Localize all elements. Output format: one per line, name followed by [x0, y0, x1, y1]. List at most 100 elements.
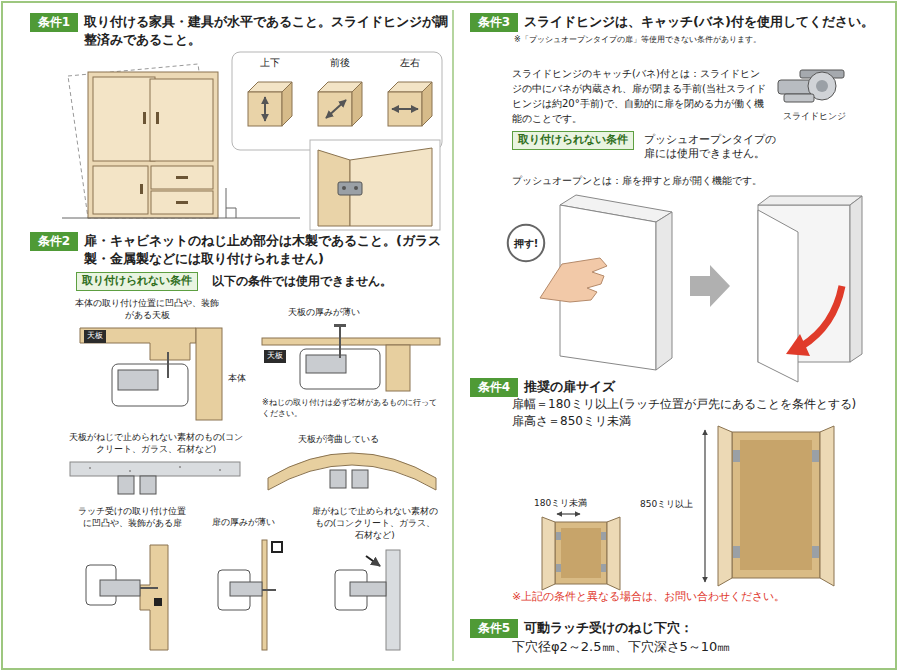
tall-door-figure-part: [732, 432, 820, 578]
page-frame-part: [452, 10, 454, 661]
condition-text: スライドヒンジは、キャッチ(バネ)付を使用してください。: [524, 13, 889, 31]
case-bump-top-part: [167, 352, 169, 378]
adjust-inset-part-part: [248, 92, 282, 126]
small-door-figure-part: [601, 532, 606, 540]
case-caption: 天板が湾曲している: [298, 433, 428, 445]
case-curved-top-part: [330, 470, 346, 488]
cabinet-figure-part: [226, 188, 227, 218]
photo-caption: スライドヒンジ: [772, 110, 856, 122]
node-text: 天板: [267, 352, 283, 361]
push-figure-part: [690, 265, 730, 307]
case-thin-top-part: [339, 326, 341, 358]
case-caption: 天板の厚みが薄い: [288, 306, 418, 318]
case-thin-top-part: [386, 345, 410, 391]
description: スライドヒンジのキャッチ(バネ)付とは：スライドヒンジの中にバネが内蔵され、扉が…: [512, 66, 767, 126]
node-text: 条件5: [478, 622, 510, 635]
node-text: 条件3: [478, 16, 510, 29]
push-figure-part: [758, 210, 798, 382]
case-thin-door-part: [272, 542, 282, 552]
condition-badge: 条件5: [470, 619, 518, 638]
condition-text: 取り付ける家具・建具が水平であること。スライドヒンジが調整済みであること。: [84, 13, 452, 48]
node-text: 押す!: [514, 238, 539, 249]
node-text: 条件2: [38, 235, 70, 248]
hinge-photo-part: [784, 94, 814, 102]
case-stone-top-part: [70, 462, 240, 476]
adjust-inset-part-part: [282, 82, 292, 126]
direction-label: 前後: [325, 56, 355, 70]
case-stone-door-part: [366, 556, 380, 566]
case-bump-top-part: [118, 370, 158, 390]
push-figure-part: [758, 196, 862, 205]
small-door-figure-part: [556, 532, 561, 540]
case-thin-door-part: [230, 582, 262, 596]
condition-badge: 条件4: [470, 378, 518, 397]
bubble-outline: [508, 225, 544, 261]
push-figure-part: [540, 258, 607, 302]
small-door-figure-part: [601, 564, 606, 572]
cabinet-figure-part: [156, 112, 159, 124]
case-caption: 扉の厚みが薄い: [212, 516, 292, 528]
tall-door-figure-part: [733, 450, 740, 462]
small-door-figure-part: [557, 513, 580, 514]
node-text: 取り付けられない条件: [82, 275, 192, 287]
cabinet-figure-part: [143, 112, 146, 124]
cabinet-figure-part: [62, 218, 300, 219]
cabinet-figure-part: [176, 176, 188, 179]
case-bump-top-part: [80, 328, 196, 360]
adjust-inset-part: [318, 82, 362, 126]
adjust-inset-part-part: [318, 92, 352, 126]
case-stone-door-part: [350, 582, 386, 596]
tall-door-figure-part: [820, 426, 834, 586]
push-figure-part: [656, 212, 672, 370]
condition-badge: 条件2: [30, 232, 78, 251]
case-caption: 本体の取り付け位置に凹凸や、装飾がある天板: [72, 297, 222, 321]
adjust-inset-part: [248, 82, 292, 126]
small-door-figure: [542, 514, 620, 590]
case-caption: ラッチ受けの取り付け位置に凹凸や、装飾がある扉: [76, 505, 188, 529]
cabinet-figure-part: [226, 208, 236, 218]
adjust-inset-part: [232, 52, 442, 150]
case-thin-door-part: [262, 540, 267, 650]
size-rule: 扉幅＝180ミリ以上(ラッチ位置が戸先にあることを条件とする): [512, 396, 892, 412]
case-curved-top-part: [268, 453, 436, 490]
adjust-inset-part-part: [392, 108, 418, 110]
ng-badge: 取り付けられない条件: [512, 131, 634, 150]
push-bubble: 押す!: [507, 224, 545, 262]
tall-door-figure-part: [740, 440, 812, 570]
case-stone-top-part: [118, 476, 134, 494]
hinge-inset: [310, 140, 440, 230]
part-tag: 天板: [84, 330, 106, 343]
tall-door-figure-part: [733, 546, 740, 558]
hinge-inset-part: [338, 182, 362, 195]
cabinet-figure-part: [151, 191, 213, 214]
case-stone-top-part: [179, 466, 181, 468]
cabinet-figure-part: [151, 166, 213, 189]
note: ※ねじの取り付けは必ず芯材があるものに行ってください。: [262, 398, 440, 420]
adjust-inset-part-part: [422, 82, 432, 126]
case-bump-door-part: [100, 580, 140, 596]
case-stone-top-part: [140, 476, 156, 494]
part-tag: 天板: [264, 350, 286, 363]
cabinet-figure-part: [68, 64, 218, 218]
tall-door-figure: [705, 426, 834, 586]
case-thin-door: [218, 540, 282, 650]
hinge-inset-part: [310, 140, 440, 230]
warning-note: ※上記の条件と異なる場合は、お問い合わせください。: [512, 590, 887, 605]
tall-door-figure-part: [812, 546, 819, 558]
hinge-inset-part: [354, 186, 358, 190]
case-caption: 扉がねじで止められない素材のもの(コンクリート、ガラス、石材など): [312, 505, 438, 541]
cabinet-figure-part: [176, 201, 188, 204]
small-door-figure-part: [561, 528, 601, 578]
condition-text: 推奨の扉サイズ: [524, 378, 744, 396]
description: プッシュオープンとは：扉を押すと扉が開く機能です。: [512, 174, 882, 188]
small-door-figure-part: [555, 522, 607, 584]
case-curved-top-part: [352, 470, 368, 488]
node-text: 条件1: [38, 16, 70, 29]
adjust-inset: [232, 52, 442, 150]
tall-door-figure-part: [704, 430, 705, 582]
case-thin-top-part: [262, 338, 440, 345]
case-stone-top-part: [219, 469, 221, 471]
part-name: 本体: [228, 372, 258, 384]
adjust-inset-part-part: [352, 82, 362, 126]
note: ※「プッシュオープンタイプの扉」等使用できない条件があります。: [514, 35, 889, 46]
